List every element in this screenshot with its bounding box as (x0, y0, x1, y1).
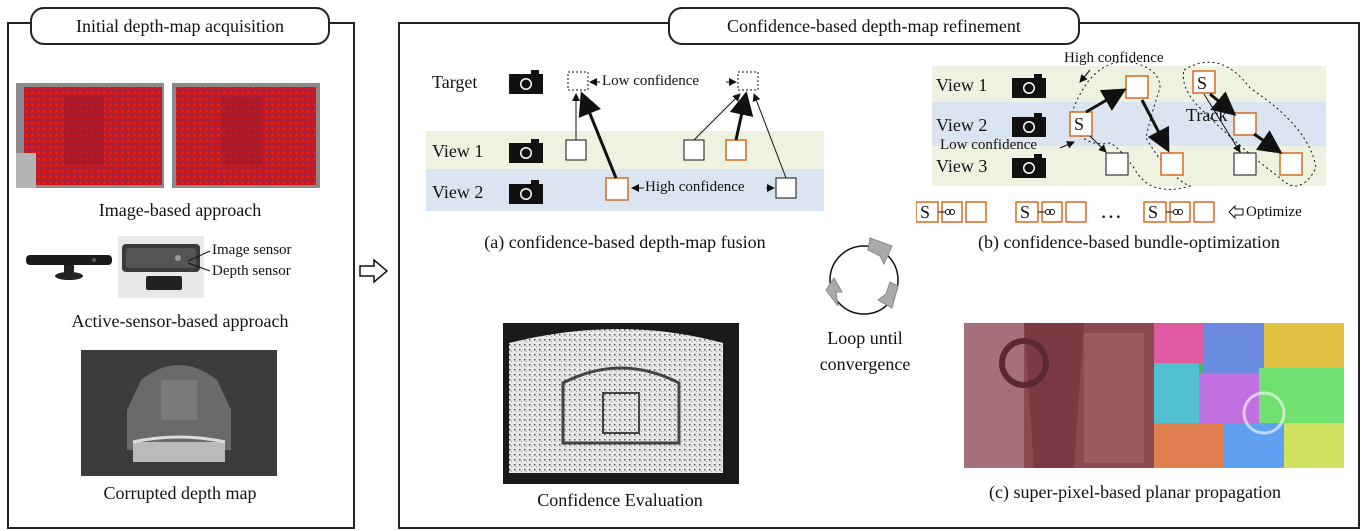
acquisition-title: Initial depth-map acquisition (30, 7, 330, 45)
loop-cycle-icon (825, 237, 899, 315)
bundle-s-label: S (1197, 73, 1208, 93)
loop-label-line1: Loop until (827, 328, 903, 348)
hollow-arrow-left-icon (1228, 205, 1244, 219)
bundle-view1-label: View 1 (936, 75, 988, 95)
ellipsis: … (1100, 198, 1122, 223)
fusion-caption: (a) confidence-based depth-map fusion (484, 232, 766, 252)
fusion-target-label: Target (432, 72, 478, 92)
bundle-view3-label: View 3 (936, 156, 988, 176)
kinect-icon (24, 252, 114, 282)
s-chain-s3: S (1148, 202, 1159, 222)
bundle-track-label: Track (1186, 105, 1228, 125)
fusion-diagram (565, 71, 797, 201)
bundle-diagram (1059, 61, 1317, 190)
fusion-view2-label: View 2 (432, 182, 484, 202)
fusion-high-confidence-label: High confidence (645, 179, 745, 195)
sensor-leader-lines (187, 250, 211, 272)
camera-icon (1012, 113, 1046, 137)
superpixel-caption: (c) super-pixel-based planar propagation (988, 482, 1282, 502)
bundle-caption: (b) confidence-based bundle-optimization (978, 232, 1280, 252)
image-sensor-label: Image sensor (212, 242, 292, 258)
confidence-map-image (503, 323, 739, 484)
confidence-caption: Confidence Evaluation (537, 490, 703, 510)
refinement-title: Confidence-based depth-map refinement (668, 7, 1080, 45)
s-chain-row (916, 201, 1215, 223)
fusion-low-confidence-label: Low confidence (602, 73, 700, 89)
bundle-view2-label: View 2 (936, 115, 988, 135)
fusion-view1-band (426, 131, 824, 169)
depth-map-caption: Corrupted depth map (103, 483, 257, 503)
camera-icon (509, 180, 543, 204)
depth-sensor-label: Depth sensor (212, 263, 291, 279)
superpixel-photo (964, 323, 1344, 468)
image-based-photo-left (16, 83, 164, 188)
fusion-view1-label: View 1 (432, 141, 484, 161)
optimize-label: Optimize (1246, 204, 1302, 220)
hollow-arrow-icon (359, 258, 389, 284)
image-based-caption: Image-based approach (98, 200, 262, 220)
s-chain-s2: S (1020, 202, 1031, 222)
camera-icon (509, 70, 543, 94)
depth-sensor-device (118, 236, 204, 298)
bundle-s-label: S (1074, 114, 1085, 134)
corrupted-depth-map (81, 350, 277, 476)
image-based-photo-right (172, 83, 320, 188)
camera-icon (1012, 154, 1046, 178)
bundle-low-confidence-label: Low confidence (940, 137, 1038, 153)
camera-icon (509, 139, 543, 163)
bundle-high-confidence-label: High confidence (1064, 50, 1164, 66)
active-sensor-caption: Active-sensor-based approach (71, 311, 289, 331)
s-chain-s1: S (920, 202, 931, 222)
loop-label-line2: convergence (819, 354, 911, 374)
camera-icon (1012, 74, 1046, 98)
